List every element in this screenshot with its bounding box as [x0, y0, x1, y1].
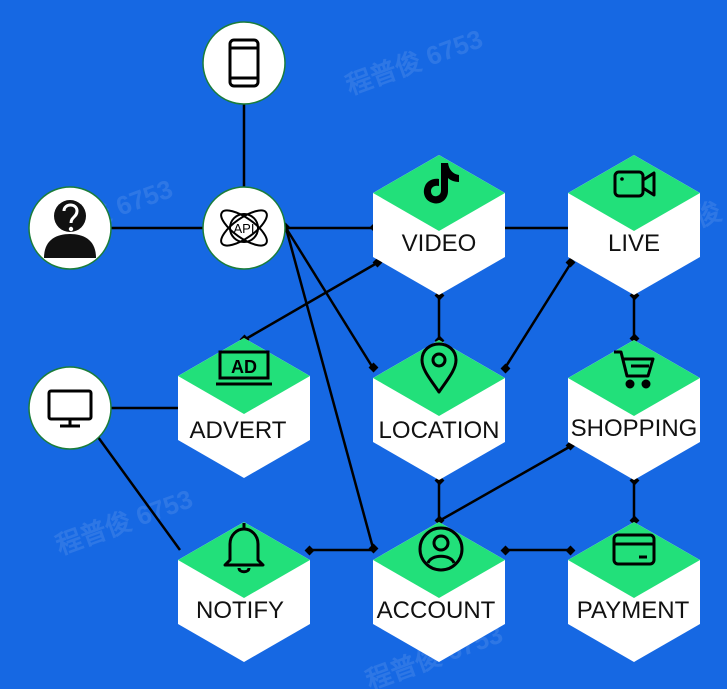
api-icon: API	[220, 209, 268, 247]
api-label: API	[234, 221, 255, 236]
user-circle-icon	[418, 526, 464, 572]
node-notify-label: NOTIFY	[196, 597, 284, 624]
node-account[interactable]: ACCOUNT	[373, 522, 505, 662]
tiktok-icon	[423, 163, 459, 204]
edge-location-live	[503, 262, 573, 369]
node-payment[interactable]: PAYMENT	[568, 522, 700, 662]
cart-icon	[614, 350, 655, 389]
edge-api-location	[284, 227, 375, 369]
node-location[interactable]: LOCATION	[373, 340, 505, 480]
monitor-icon	[47, 389, 93, 428]
node-notify[interactable]: NOTIFY	[178, 522, 310, 662]
ad-icon-text: AD	[231, 357, 257, 377]
bell-icon	[223, 523, 265, 574]
smartphone-icon	[228, 38, 260, 88]
watermark-text: 程普俊 6753	[52, 484, 197, 561]
node-live[interactable]: LIVE	[568, 155, 700, 295]
node-shopping[interactable]: SHOPPING	[568, 340, 700, 480]
node-advert[interactable]: AD ADVERT	[178, 338, 310, 478]
node-desktop[interactable]	[28, 366, 112, 450]
edge-video-advert	[243, 261, 378, 342]
node-user[interactable]	[28, 186, 112, 270]
connections	[96, 100, 636, 552]
ad-icon: AD	[216, 350, 272, 386]
video-camera-icon	[613, 170, 656, 198]
node-account-label: ACCOUNT	[377, 597, 496, 624]
location-pin-icon	[420, 342, 458, 394]
edge-shopping-account	[438, 444, 572, 523]
node-location-label: LOCATION	[379, 417, 500, 444]
edge-api-account	[284, 227, 375, 549]
unknown-user-icon	[44, 200, 96, 258]
card-icon	[612, 533, 656, 566]
node-api[interactable]: API	[202, 186, 286, 270]
watermark-text: 程普俊 6753	[342, 24, 487, 101]
node-video-label: VIDEO	[402, 230, 477, 257]
node-shopping-label: SHOPPING	[571, 415, 698, 442]
node-advert-label: ADVERT	[190, 417, 287, 444]
node-video[interactable]: VIDEO	[373, 155, 505, 295]
node-phone[interactable]	[202, 21, 286, 105]
edge-desktop-notify	[96, 436, 182, 551]
node-live-label: LIVE	[608, 230, 660, 257]
node-payment-label: PAYMENT	[577, 597, 690, 624]
